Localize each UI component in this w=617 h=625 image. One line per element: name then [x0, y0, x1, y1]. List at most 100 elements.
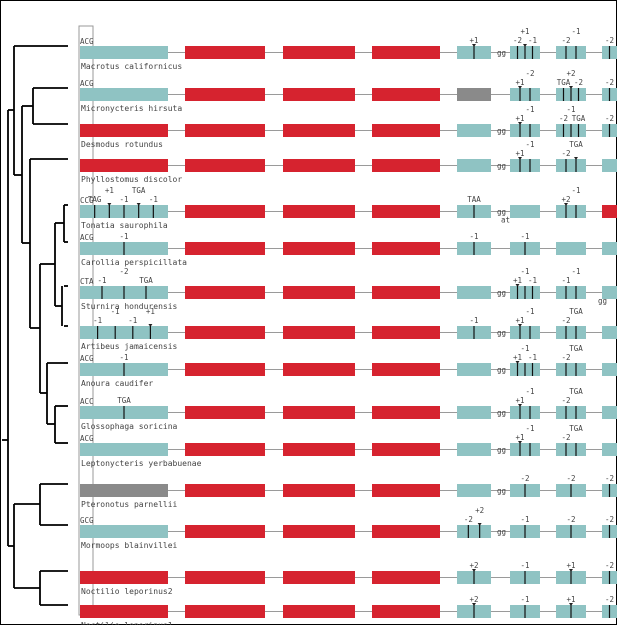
exon-e5 — [457, 443, 491, 456]
exon-e2 — [185, 363, 265, 376]
exon-e3 — [283, 46, 355, 59]
species-label: Phyllostomus discolor — [81, 175, 182, 184]
splice-note: gg — [497, 409, 506, 418]
mutation-label: -1 — [525, 140, 534, 149]
exon-e8 — [602, 286, 617, 299]
mutation-label: -2 — [566, 474, 575, 483]
exon-e1 — [80, 443, 168, 456]
exon-e1 — [80, 525, 168, 538]
exon-e7 — [556, 363, 586, 376]
mutation-label: +1 — [566, 595, 575, 604]
mutation-arrow — [107, 203, 112, 206]
mutation-label: -1 — [566, 105, 575, 114]
mutation-label: -1 — [97, 276, 106, 285]
exon-e7 — [556, 159, 586, 172]
exon-e4 — [372, 88, 440, 101]
exon-e7 — [556, 326, 586, 339]
mutation-label: +2 — [566, 69, 575, 78]
mutation-arrow — [569, 569, 573, 572]
exon-e8 — [602, 159, 617, 172]
exon-e2 — [185, 326, 265, 339]
mutation-label: -1 — [525, 424, 534, 433]
exon-e2 — [185, 525, 265, 538]
exon-e1 — [80, 88, 168, 101]
mutation-arrow — [515, 361, 520, 364]
exon-e6 — [510, 159, 540, 172]
exon-e1 — [80, 571, 168, 584]
splice-note: gg — [497, 127, 506, 136]
exon-e4 — [372, 326, 440, 339]
species-label: Glossophaga soricina — [81, 422, 178, 431]
start-codon-label: GCG — [80, 516, 94, 525]
splice-note: gg — [497, 446, 506, 455]
splice-note: gg — [497, 366, 506, 375]
mutation-label: -1 — [528, 36, 537, 45]
mutation-label: +1 — [515, 114, 524, 123]
mutation-label: -1 — [571, 267, 580, 276]
exon-e7 — [556, 242, 586, 255]
splice-note: gg — [497, 487, 506, 496]
splice-note: gg — [497, 528, 506, 537]
exon-e5 — [457, 124, 491, 137]
exon-e2 — [185, 46, 265, 59]
exon-e5 — [457, 159, 491, 172]
mutation-label: -2 — [605, 36, 614, 45]
exon-e3 — [283, 124, 355, 137]
mutation-label: +1 — [146, 307, 155, 316]
mutation-label: -1 — [111, 307, 120, 316]
start-codon-label: ACG — [80, 233, 94, 242]
exon-e6 — [510, 88, 540, 101]
start-codon-label: ACC — [80, 397, 94, 406]
exon-e1 — [80, 159, 168, 172]
exon-e4 — [372, 525, 440, 538]
exon-e2 — [185, 242, 265, 255]
mutation-label: -2 — [605, 595, 614, 604]
mutation-label: -1 — [128, 316, 137, 325]
exon-e7 — [556, 443, 586, 456]
exon-e4 — [372, 605, 440, 618]
mutation-label: -2 — [605, 78, 614, 87]
mutation-label: TGA — [569, 140, 583, 149]
mutation-label: TAA — [467, 195, 481, 204]
mutation-label: TAG — [88, 195, 102, 204]
splice-note: gg — [497, 289, 506, 298]
mutation-label: TGA — [569, 424, 583, 433]
mutation-label: +1 — [513, 353, 522, 362]
mutation-label: +1 — [566, 561, 575, 570]
mutation-arrow — [569, 603, 573, 606]
exon-e4 — [372, 159, 440, 172]
mutation-label: TGA — [569, 387, 583, 396]
exon-e3 — [283, 205, 355, 218]
mutation-label: TGA — [117, 396, 131, 405]
exon-e7 — [556, 46, 586, 59]
start-codon-label: CCG — [80, 196, 94, 205]
mutation-label: -1 — [528, 353, 537, 362]
species-label: Noctilio leporinus2 — [81, 587, 173, 596]
splice-note: gg — [497, 329, 506, 338]
species-label: Carollia perspicillata — [81, 258, 187, 267]
mutation-label: +1 — [469, 36, 478, 45]
species-label: Mormoops blainvillei — [81, 541, 178, 550]
species-label: Anoura caudifer — [81, 379, 153, 388]
exon-e5 — [457, 88, 491, 101]
exon-e4 — [372, 242, 440, 255]
mutation-label: -1 — [525, 105, 534, 114]
mutation-label: -1 — [119, 232, 128, 241]
mutation-label: -1 — [469, 232, 478, 241]
mutation-arrow — [574, 157, 578, 160]
exon-e6 — [510, 406, 540, 419]
mutation-label: -2 — [561, 433, 570, 442]
mutation-label: -1 — [149, 195, 158, 204]
species-label: Leptonycteris yerbabuenae — [81, 459, 202, 468]
mutation-label: +1 — [513, 276, 522, 285]
species-label: Noctilio leporinus1 — [81, 621, 173, 625]
mutation-arrow — [136, 203, 141, 206]
start-codon-label: ACG — [80, 434, 94, 443]
exon-e6 — [510, 124, 540, 137]
exon-e4 — [372, 443, 440, 456]
mutation-label: -2 — [605, 561, 614, 570]
species-label: Tonatia saurophila — [81, 221, 168, 230]
start-codon-label: ACG — [80, 79, 94, 88]
exon-e4 — [372, 484, 440, 497]
mutation-label: -1 — [571, 27, 580, 36]
